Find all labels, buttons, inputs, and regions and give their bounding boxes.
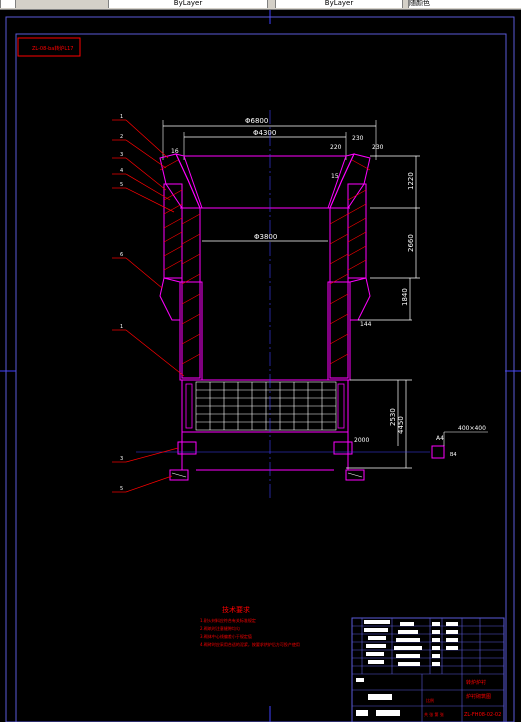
dim-inner-top: Φ4300 <box>253 129 276 137</box>
note-line: 2.砌筑时注意缝隙均匀 <box>200 625 240 631</box>
svg-text:15: 15 <box>331 173 339 180</box>
svg-text:3: 3 <box>120 456 123 462</box>
svg-text:4: 4 <box>120 168 123 174</box>
dim-v5: 2530 <box>389 408 397 426</box>
dim-v4: 4450 <box>397 416 405 434</box>
refractory-hatch <box>159 159 371 365</box>
drawing-canvas[interactable]: ZL-08-ba转炉L17 Φ6800 Φ4300 16 220 230 230… <box>0 10 521 722</box>
separator-2 <box>403 0 405 8</box>
dim-h144: 144 <box>360 321 372 328</box>
supports <box>169 441 365 481</box>
note-line: 4.砌砖时应采用合适的泥浆，按要求烘炉后方可投产使用 <box>200 641 300 647</box>
svg-text:16: 16 <box>171 148 179 155</box>
svg-text:A4: A4 <box>436 435 444 442</box>
detail-box <box>431 445 445 459</box>
svg-text:220: 220 <box>330 144 342 151</box>
frame-label-box <box>17 37 81 57</box>
color-dropdown[interactable] <box>0 0 16 8</box>
frame-label: ZL-08-ba转炉L17 <box>32 45 73 52</box>
drawing-number: ZL-FH08-02-02 <box>464 712 501 718</box>
svg-text:共 张 第 张: 共 张 第 张 <box>424 711 444 717</box>
property-toolbar: ByLayer ByLayer 随颜色 <box>0 0 521 10</box>
notes-title: 技术要求 <box>222 605 250 614</box>
cad-drawing: ZL-08-ba转炉L17 Φ6800 Φ4300 16 220 230 230… <box>0 10 521 722</box>
svg-text:2: 2 <box>120 134 123 140</box>
bottom-bricks <box>195 381 337 431</box>
svg-text:3: 3 <box>120 152 123 158</box>
dim-inner-mid: Φ3800 <box>254 233 277 241</box>
svg-text:比例: 比例 <box>426 697 434 703</box>
svg-text:1: 1 <box>120 114 123 120</box>
svg-text:230: 230 <box>352 135 364 142</box>
callout-leaders <box>112 119 185 493</box>
detail-size: 400×400 <box>458 425 486 432</box>
dim-outer-diameter: Φ6800 <box>245 117 268 125</box>
note-line: 1.耐火材料应符合有关标准规定 <box>200 617 256 623</box>
linetype-dropdown[interactable]: ByLayer <box>108 0 268 8</box>
svg-text:1: 1 <box>120 324 123 330</box>
sheet-border <box>5 16 515 722</box>
title-name2: 炉衬砌筑图 <box>466 693 491 700</box>
svg-text:5: 5 <box>120 182 123 188</box>
dim-v1: 1220 <box>407 172 415 190</box>
title-name1: 转炉炉衬 <box>466 679 486 686</box>
vessel-lining <box>159 153 371 471</box>
separator <box>270 0 272 8</box>
drawing-frame <box>15 33 507 722</box>
svg-text:5: 5 <box>120 486 123 492</box>
dim-h2000: 2000 <box>354 437 369 444</box>
tech-notes: 技术要求 1.耐火材料应符合有关标准规定 2.砌筑时注意缝隙均匀 3.砌体中心线… <box>200 605 300 647</box>
svg-text:B4: B4 <box>450 452 457 458</box>
dim-v3: 1840 <box>401 288 409 306</box>
note-line: 3.砌体中心线偏差小于规定值 <box>200 633 252 639</box>
callout-labels: 1 2 3 4 5 6 1 3 5 <box>120 114 123 492</box>
svg-text:230: 230 <box>372 144 384 151</box>
plotstyle-dropdown[interactable]: 随颜色 <box>408 0 521 8</box>
right-dims <box>346 155 420 469</box>
lineweight-dropdown[interactable]: ByLayer <box>275 0 403 8</box>
dim-v2: 2660 <box>407 234 415 252</box>
title-block: 转炉炉衬 炉衬砌筑图 ZL-FH08-02-02 比例 共 张 第 张 <box>351 617 505 722</box>
svg-text:6: 6 <box>120 252 123 258</box>
left-flange <box>159 277 181 321</box>
right-flange <box>349 277 371 321</box>
